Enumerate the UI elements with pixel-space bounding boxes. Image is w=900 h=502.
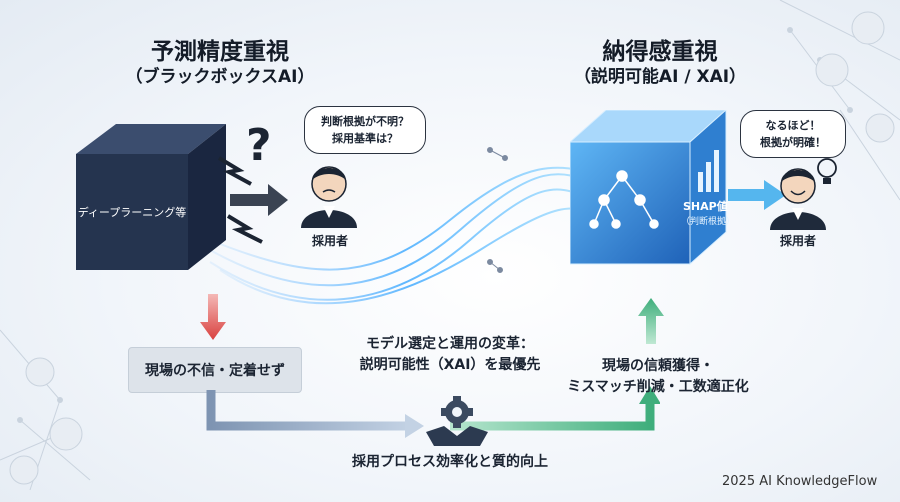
shap-label-line2: （判断根拠） — [681, 217, 736, 227]
dark-cube — [76, 124, 226, 270]
left-subtitle: （ブラックボックスAI） — [125, 67, 315, 87]
green-flow-arrow — [450, 386, 660, 431]
lightning-icon — [226, 214, 263, 244]
flow-arrow — [206, 390, 424, 438]
right-title: 納得感重視 — [602, 39, 718, 65]
left-bubble-line2: 採用基準は？ — [332, 132, 398, 145]
glass-cube — [570, 110, 727, 266]
left-bubble-line1: 判断根拠が不明？ — [321, 115, 409, 128]
lightning-icon — [217, 156, 252, 186]
middle-caption: モデル選定と運用の変革： 説明可能性（XAI）を最優先 — [330, 334, 570, 376]
footer-credit: 2025 AI KnowledgeFlow — [722, 474, 878, 489]
red-down-arrow — [200, 294, 226, 340]
middle-caption-line1: モデル選定と運用の変革： — [366, 336, 534, 352]
center-outcome-label: 採用プロセス効率化と質的向上 — [352, 454, 548, 470]
handshake-gear-icon — [426, 396, 488, 446]
right-arrow-icon — [230, 184, 288, 216]
right-outcome-line1: 現場の信頼獲得・ — [602, 358, 714, 374]
left-person-label: 採用者 — [311, 234, 348, 248]
lightbulb-icon — [817, 158, 837, 184]
worried-person-icon — [301, 166, 357, 228]
right-bubble-line1: なるほど！ — [765, 119, 821, 132]
left-outcome-box: 現場の不信・定着せず — [128, 347, 302, 393]
left-speech-bubble: 判断根拠が不明？ 採用基準は？ — [304, 106, 426, 154]
middle-caption-line2: 説明可能性（XAI）を最優先 — [359, 357, 541, 373]
right-outcome: 現場の信頼獲得・ ミスマッチ削減・工数適正化 — [540, 356, 776, 398]
dark-cube-label: ディープラーニング等 — [77, 206, 187, 219]
right-arrow-icon — [728, 180, 786, 210]
right-outcome-line2: ミスマッチ削減・工数適正化 — [567, 379, 749, 395]
question-mark: ? — [246, 120, 272, 171]
green-up-arrow — [638, 298, 664, 344]
happy-person-icon — [770, 168, 826, 230]
right-subtitle: （説明可能AI / XAI） — [573, 67, 747, 87]
right-person-label: 採用者 — [779, 234, 816, 248]
right-speech-bubble: なるほど！ 根拠が明確！ — [740, 110, 846, 158]
right-bubble-line2: 根拠が明確！ — [760, 136, 826, 149]
left-title: 予測精度重視 — [151, 39, 289, 65]
shap-label-line1: SHAP値 — [683, 200, 728, 213]
